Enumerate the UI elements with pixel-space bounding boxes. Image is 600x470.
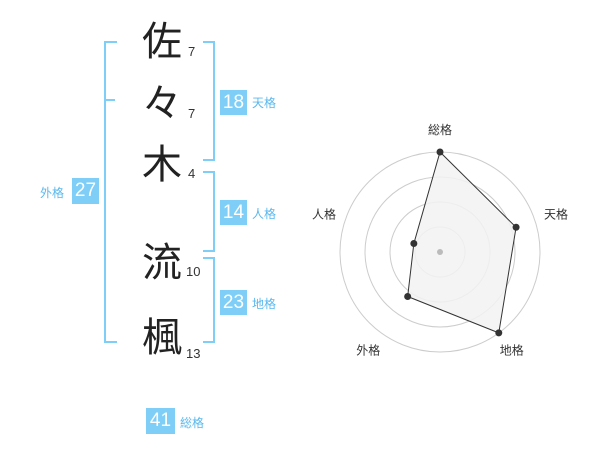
- stroke-count-2: 7: [188, 106, 196, 121]
- radar-data-polygon: [407, 151, 517, 334]
- tenkaku-bracket: [203, 41, 215, 161]
- stroke-count-4: 10: [186, 264, 201, 279]
- bracket-tick: [106, 99, 115, 101]
- radar-point-1: [436, 148, 444, 156]
- radar-point-5: [410, 240, 418, 248]
- jinkaku-value-badge: 14: [220, 200, 247, 225]
- radar-axis-label-4: 外格: [356, 343, 380, 358]
- tenkaku-label: 天格: [252, 96, 277, 110]
- stroke-count-1: 7: [188, 44, 196, 59]
- chikaku-value-badge: 23: [220, 290, 247, 315]
- jinkaku-bracket: [203, 171, 215, 252]
- radar-axis-label-2: 天格: [544, 206, 568, 221]
- gaikaku-value-badge: 27: [72, 178, 99, 204]
- radar-point-4: [404, 292, 412, 300]
- chikaku-label: 地格: [252, 297, 277, 311]
- name-char-1: 佐: [142, 19, 182, 65]
- radar-axis-label-5: 人格: [312, 206, 336, 221]
- gaikaku-label: 外格: [40, 186, 65, 200]
- soukaku-value-badge: 41: [146, 408, 175, 434]
- stroke-count-5: 13: [186, 346, 201, 361]
- jinkaku-label: 人格: [252, 207, 277, 221]
- name-char-3: 木: [142, 142, 182, 188]
- radar-point-3: [495, 329, 503, 337]
- radar-point-2: [512, 223, 520, 231]
- name-char-5: 楓: [142, 315, 182, 361]
- name-char-2: 々: [142, 81, 182, 127]
- gaikaku-bracket: [104, 41, 117, 343]
- soukaku-label: 総格: [180, 416, 205, 430]
- stroke-count-3: 4: [188, 166, 196, 181]
- radar-axis-label-3: 地格: [500, 343, 524, 358]
- radar-center-dot: [437, 249, 443, 255]
- radar-axis-label-1: 総格: [428, 122, 452, 137]
- chikaku-bracket: [203, 257, 215, 343]
- name-char-4: 流: [142, 240, 182, 286]
- tenkaku-value-badge: 18: [220, 90, 247, 115]
